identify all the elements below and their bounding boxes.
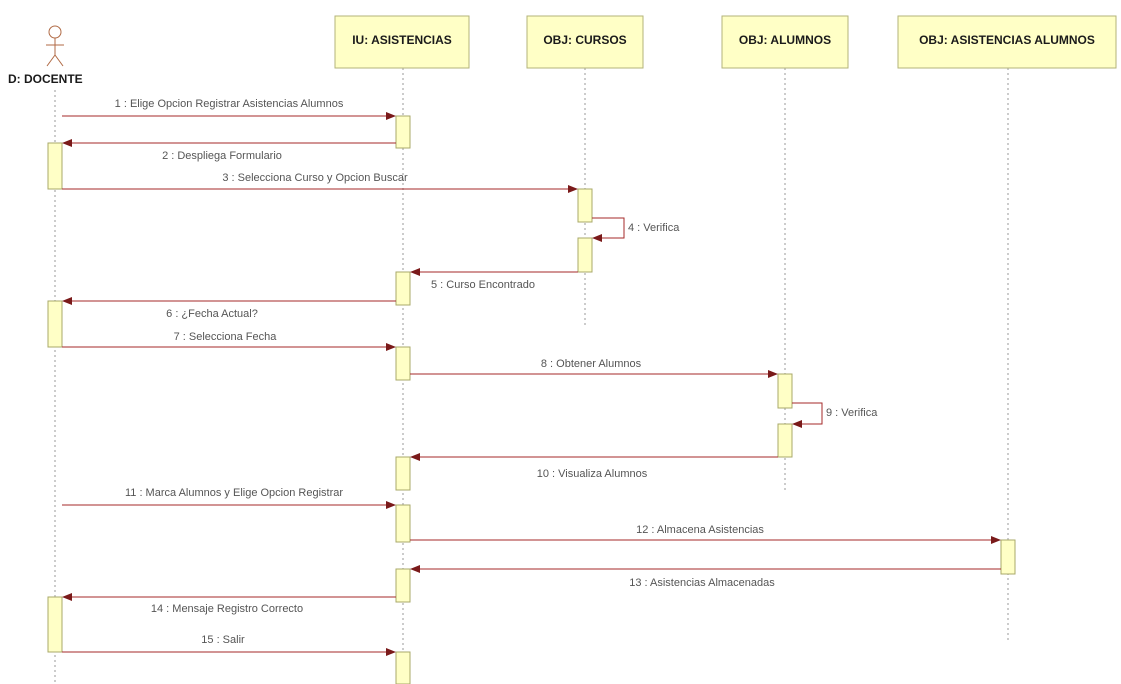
message-8: 8 : Obtener Alumnos bbox=[410, 358, 778, 378]
activation-bar bbox=[777, 373, 793, 409]
message-4: 4 : Verifica bbox=[592, 217, 680, 242]
activation-bar bbox=[47, 596, 63, 653]
message-label: 1 : Elige Opcion Registrar Asistencias A… bbox=[115, 98, 344, 110]
message-label: 7 : Selecciona Fecha bbox=[174, 331, 278, 343]
activation-bar bbox=[395, 346, 411, 381]
message-9: 9 : Verifica bbox=[792, 402, 878, 428]
message-label: 14 : Mensaje Registro Correcto bbox=[151, 603, 303, 615]
message-11: 11 : Marca Alumnos y Elige Opcion Regist… bbox=[62, 487, 396, 509]
message-label: 12 : Almacena Asistencias bbox=[636, 524, 764, 536]
header-alumnos: OBJ: ALUMNOS bbox=[721, 15, 849, 69]
header-asistencias-alumnos: OBJ: ASISTENCIAS ALUMNOS bbox=[897, 15, 1117, 69]
activation-bar bbox=[395, 504, 411, 543]
header-label: OBJ: ASISTENCIAS ALUMNOS bbox=[919, 33, 1095, 47]
message-label: 2 : Despliega Formulario bbox=[162, 150, 282, 162]
header-cursos: OBJ: CURSOS bbox=[526, 15, 644, 69]
activation-bar bbox=[395, 271, 411, 306]
message-5: 5 : Curso Encontrado bbox=[410, 268, 578, 291]
stick-figure-icon bbox=[46, 25, 64, 67]
message-3: 3 : Selecciona Curso y Opcion Buscar bbox=[62, 172, 578, 193]
message-7: 7 : Selecciona Fecha bbox=[62, 331, 396, 351]
activation-bar bbox=[395, 456, 411, 491]
activation-bar bbox=[47, 300, 63, 348]
message-label: 10 : Visualiza Alumnos bbox=[537, 468, 648, 480]
actor-docente: D: DOCENTE bbox=[8, 25, 83, 86]
message-label: 15 : Salir bbox=[201, 634, 245, 646]
message-2: 2 : Despliega Formulario bbox=[62, 139, 396, 162]
message-1: 1 : Elige Opcion Registrar Asistencias A… bbox=[62, 98, 396, 120]
header-label: OBJ: CURSOS bbox=[543, 33, 626, 47]
header-iu: IU: ASISTENCIAS bbox=[334, 15, 470, 69]
message-label: 6 : ¿Fecha Actual? bbox=[166, 308, 258, 320]
header-label: OBJ: ALUMNOS bbox=[739, 33, 831, 47]
message-10: 10 : Visualiza Alumnos bbox=[410, 453, 778, 480]
activation-bar bbox=[395, 651, 411, 684]
message-15: 15 : Salir bbox=[62, 634, 396, 656]
activation-bar bbox=[395, 115, 411, 149]
message-label: 3 : Selecciona Curso y Opcion Buscar bbox=[222, 172, 408, 184]
message-label: 11 : Marca Alumnos y Elige Opcion Regist… bbox=[125, 487, 343, 499]
message-label: 8 : Obtener Alumnos bbox=[541, 358, 642, 370]
message-label: 13 : Asistencias Almacenadas bbox=[629, 577, 775, 589]
header-label: IU: ASISTENCIAS bbox=[352, 33, 452, 47]
activation-bar bbox=[1000, 539, 1016, 575]
message-label: 9 : Verifica bbox=[826, 407, 878, 419]
message-6: 6 : ¿Fecha Actual? bbox=[62, 297, 396, 320]
message-label: 4 : Verifica bbox=[628, 222, 680, 234]
activation-bar bbox=[577, 188, 593, 223]
message-12: 12 : Almacena Asistencias bbox=[410, 524, 1001, 544]
activation-bar bbox=[777, 423, 793, 458]
message-14: 14 : Mensaje Registro Correcto bbox=[62, 593, 396, 615]
message-label: 5 : Curso Encontrado bbox=[431, 279, 535, 291]
activation-bar bbox=[47, 142, 63, 190]
actor-label: D: DOCENTE bbox=[8, 72, 83, 86]
activation-bar bbox=[395, 568, 411, 603]
message-13: 13 : Asistencias Almacenadas bbox=[410, 565, 1001, 589]
activation-bar bbox=[577, 237, 593, 273]
